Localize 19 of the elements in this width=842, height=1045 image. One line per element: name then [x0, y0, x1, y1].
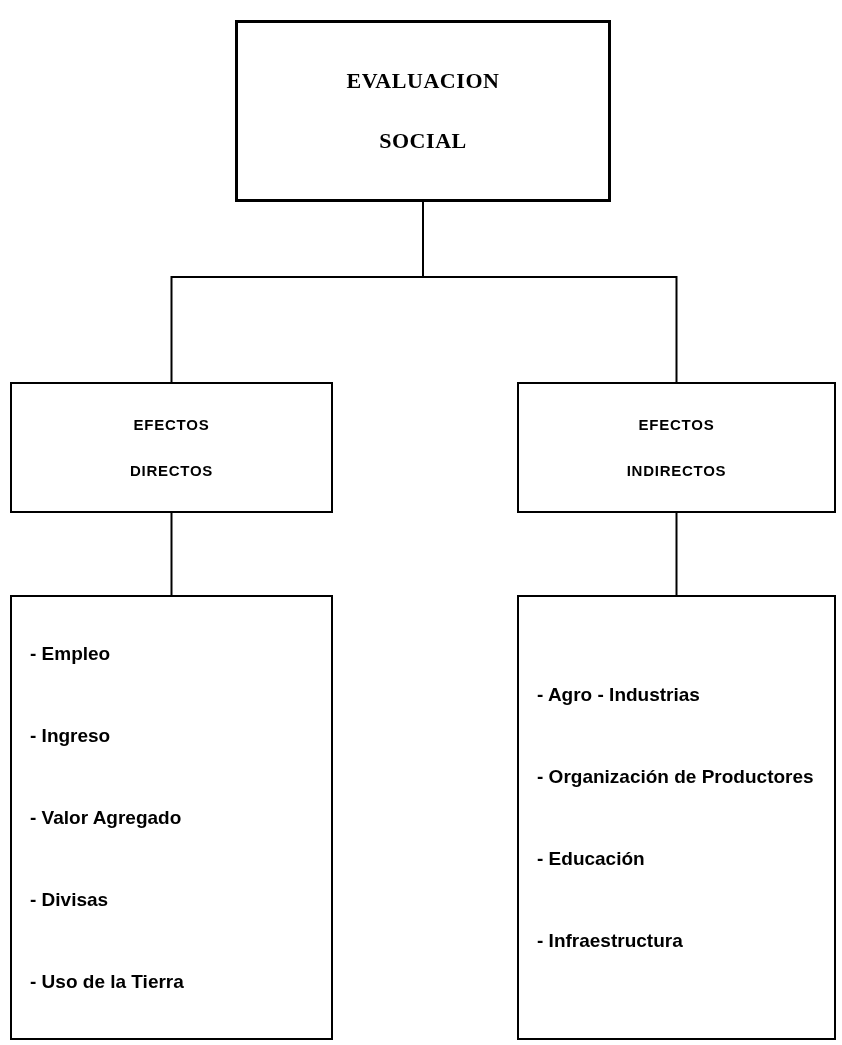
list-item: - Uso de la Tierra	[30, 969, 185, 994]
heading-text: EFECTOS DIRECTOS	[128, 414, 215, 481]
list-item: - Organización de Productores	[537, 764, 815, 789]
connector-line	[675, 512, 678, 596]
category-box	[517, 382, 836, 513]
category-box	[10, 382, 333, 513]
list-item: - Educación	[537, 846, 646, 871]
list-item: - Ingreso	[30, 723, 112, 748]
heading-text: EFECTOS INDIRECTOS	[625, 414, 728, 481]
list-item: - Agro - Industrias	[537, 682, 701, 707]
list-item: - Valor Agregado	[30, 805, 183, 830]
list-box	[10, 595, 333, 1040]
list-item: - Empleo	[30, 641, 112, 666]
title-box	[235, 20, 611, 202]
list-item: - Infraestructura	[537, 928, 684, 953]
connector-line	[170, 512, 173, 596]
list-item: - Divisas	[30, 887, 110, 912]
title-text: EVALUACION SOCIAL	[345, 67, 501, 155]
list-box	[517, 595, 836, 1040]
